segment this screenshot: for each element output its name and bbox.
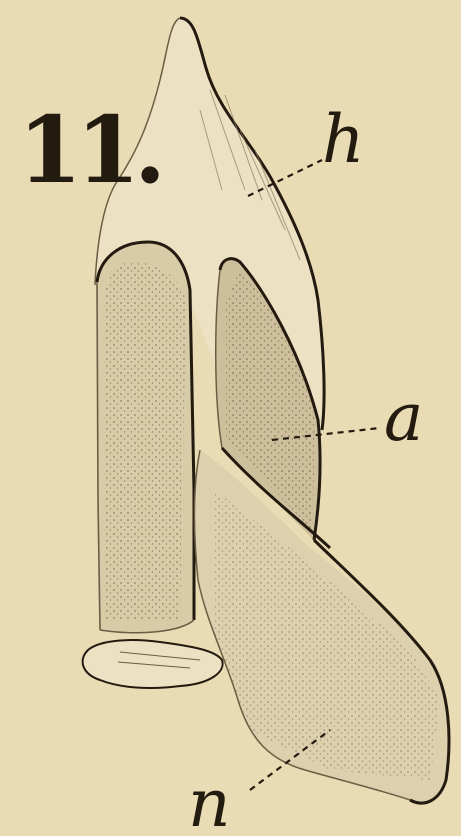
label-h: h [322,101,365,178]
label-n: n [188,765,231,836]
figure-number: 11. [18,96,160,204]
label-a: a [384,379,423,456]
lip-part-n [195,448,449,803]
petal-base [83,640,223,688]
left-petal [97,242,194,633]
